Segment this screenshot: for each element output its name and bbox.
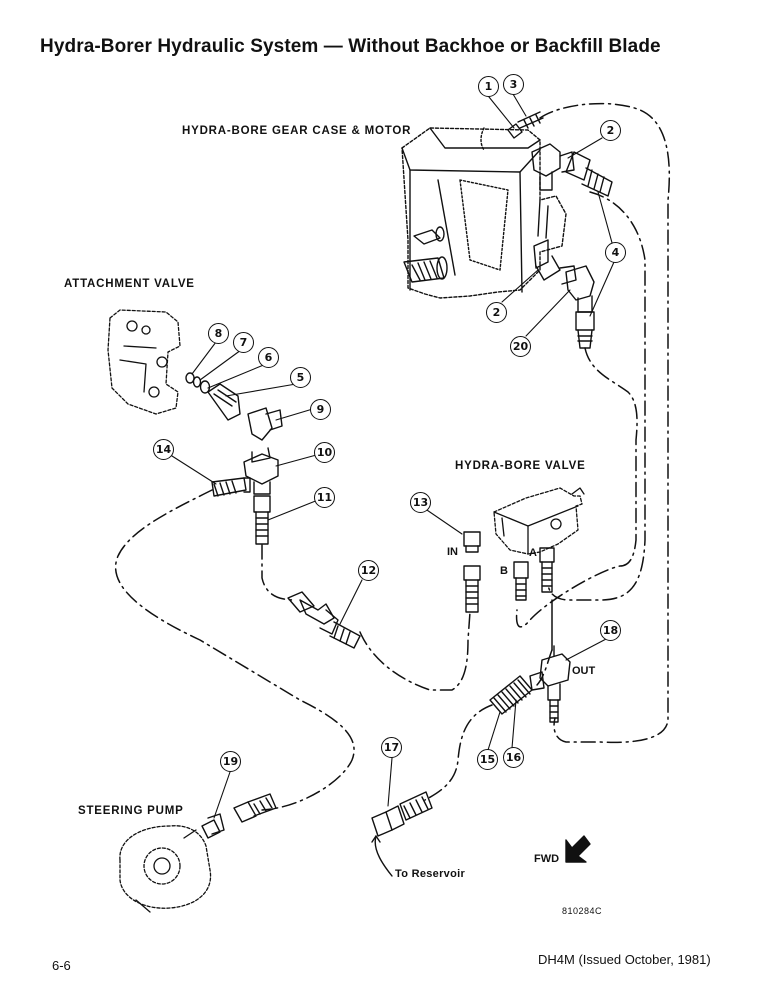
- callout-9: 9: [310, 399, 331, 420]
- steering-pump: [119, 825, 212, 913]
- line-motor-to-port-a: [547, 191, 646, 601]
- issue-note: DH4M (Issued October, 1981): [538, 952, 711, 967]
- callout-3: 3: [503, 74, 524, 95]
- callout-17: 17: [381, 737, 402, 758]
- callout-leaders: [171, 93, 615, 819]
- callout-14: 14: [153, 439, 174, 460]
- port-b-label: B: [500, 565, 508, 577]
- line-attachment-to-pump: [114, 489, 355, 811]
- return-hose-15-16: [489, 675, 533, 715]
- callout-12: 12: [358, 560, 379, 581]
- fwd-arrow-icon: [565, 835, 591, 863]
- page-title: Hydra-Borer Hydraulic System — Without B…: [40, 36, 661, 57]
- callout-6: 6: [258, 347, 279, 368]
- reservoir-fittings-17: [371, 791, 433, 877]
- line-gearcase-return: [539, 102, 671, 744]
- callout-5: 5: [290, 367, 311, 388]
- callout-11: 11: [314, 487, 335, 508]
- attachment-valve-label: ATTACHMENT VALVE: [64, 278, 195, 290]
- line-18-to-hose: [536, 649, 553, 686]
- port-a-label: A: [529, 547, 537, 559]
- gear-case-motor: [401, 127, 567, 299]
- steering-pump-label: STEERING PUMP: [78, 805, 184, 817]
- figure-reference-number: 810284C: [562, 906, 603, 916]
- to-reservoir-label: To Reservoir: [395, 868, 466, 880]
- line-12-to-in: [359, 611, 471, 691]
- attachment-valve-fittings: [185, 372, 283, 545]
- callout-2-lower: 2: [486, 302, 507, 323]
- callout-20: 20: [510, 336, 531, 357]
- callout-2-upper: 2: [600, 120, 621, 141]
- callout-8: 8: [208, 323, 229, 344]
- gear-case-label: HYDRA-BORE GEAR CASE & MOTOR: [182, 125, 412, 137]
- port-out-label: OUT: [572, 665, 596, 677]
- pump-fittings-19: [201, 793, 277, 839]
- callout-19: 19: [220, 751, 241, 772]
- page-number: 6-6: [52, 958, 71, 973]
- tee-fitting-18: [529, 645, 571, 723]
- fwd-label: FWD: [534, 853, 560, 865]
- callout-4: 4: [605, 242, 626, 263]
- callout-7: 7: [233, 332, 254, 353]
- port-in-label: IN: [447, 546, 458, 558]
- hydra-bore-valve: [493, 487, 585, 555]
- hydraulic-lines: [114, 102, 671, 811]
- attachment-valve: [107, 309, 181, 415]
- callout-18: 18: [600, 620, 621, 641]
- hydra-bore-valve-label: HYDRA-BORE VALVE: [455, 460, 586, 472]
- line-hose-to-reservoir: [424, 704, 493, 801]
- callout-1: 1: [478, 76, 499, 97]
- callout-13: 13: [410, 492, 431, 513]
- callout-16: 16: [503, 747, 524, 768]
- callout-10: 10: [314, 442, 335, 463]
- union-fittings-12: [287, 591, 361, 649]
- line-11-to-12: [261, 544, 296, 601]
- callout-15: 15: [477, 749, 498, 770]
- valve-port-fittings: [463, 531, 555, 613]
- line-motor-to-port-b: [515, 347, 638, 628]
- gearcase-fittings: [507, 111, 613, 349]
